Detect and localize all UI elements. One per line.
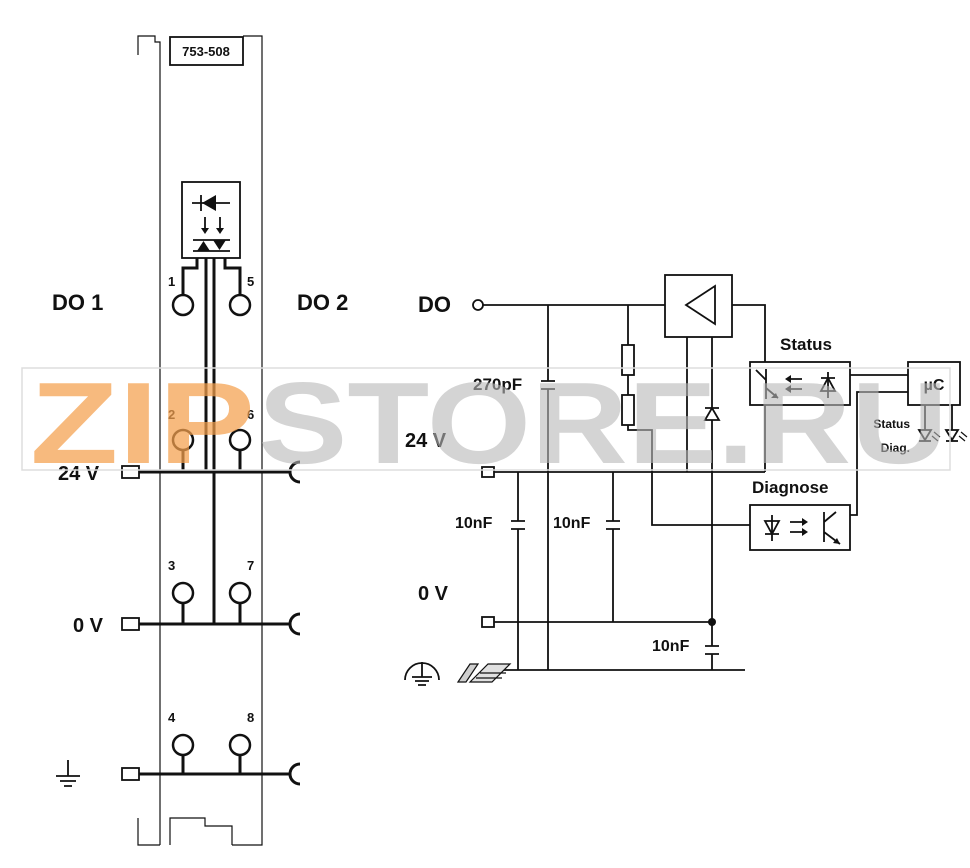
bus-24v <box>121 460 301 484</box>
diode-symbol <box>703 337 721 622</box>
capacitor-10nf-b <box>606 472 620 622</box>
pin-number: 1 <box>168 274 175 289</box>
module-outline-bottom-left <box>137 818 160 846</box>
label-10nf-b: 10nF <box>553 515 591 532</box>
wire-opto-pin1 <box>181 258 199 295</box>
label-10nf-c: 10nF <box>652 638 690 655</box>
wire-diagnose-uc <box>850 391 908 516</box>
terminal-pin-6 <box>228 428 252 452</box>
pin-number: 5 <box>247 274 254 289</box>
status-optocoupler <box>749 361 851 406</box>
terminal-pin-4 <box>171 733 195 757</box>
circuit-schematic: DO 270pF 10nF <box>404 274 968 686</box>
bus-ground <box>121 762 301 786</box>
wire-amp-status <box>732 304 766 362</box>
label-diag-led: Diag. <box>881 441 910 455</box>
label-24v-right: 24 V <box>405 430 447 452</box>
capacitor-270pf <box>541 305 555 670</box>
capacitor-10nf-c <box>705 622 719 670</box>
label-diagnose: Diagnose <box>752 478 829 497</box>
label-status: Status <box>780 335 832 354</box>
diagnose-optocoupler <box>749 504 851 551</box>
watermark: ZIP STORE.RU <box>21 358 951 488</box>
pin-number: 3 <box>168 558 175 573</box>
terminal-pin-2 <box>171 428 195 452</box>
terminal-pin-5 <box>228 293 252 317</box>
bus-0v <box>121 612 301 636</box>
pin-number: 2 <box>168 407 175 422</box>
watermark-text-orange: ZIP <box>30 358 255 488</box>
label-do2: DO 2 <box>297 290 348 315</box>
ground-icon <box>56 760 80 787</box>
label-0v: 0 V <box>73 615 104 637</box>
module-outline-left <box>137 35 161 845</box>
label-uc: µC <box>924 377 945 394</box>
label-do: DO <box>418 292 451 317</box>
label-24v: 24 V <box>58 463 100 485</box>
rail-24v <box>481 405 766 478</box>
module-outline-right <box>232 35 263 846</box>
watermark-text-gray: STORE.RU <box>258 358 948 488</box>
terminal-pin-8 <box>228 733 252 757</box>
terminal-pin-7 <box>228 581 252 605</box>
wire-opto-pin5 <box>223 258 242 295</box>
protective-earth-icon <box>404 662 440 686</box>
label-0v-right: 0 V <box>418 583 449 605</box>
pin-number: 8 <box>247 710 254 725</box>
label-270pf: 270pF <box>473 375 522 394</box>
module-label: 753-508 <box>182 44 230 59</box>
din-rail-icon <box>456 663 512 683</box>
led-icons <box>917 405 968 442</box>
microcontroller-box <box>907 361 961 406</box>
capacitor-10nf-a <box>511 472 525 670</box>
module-diagram: 753-508 1 5 2 <box>52 35 348 846</box>
label-10nf-a: 10nF <box>455 515 493 532</box>
label-status-led: Status <box>873 417 910 431</box>
amplifier-symbol <box>664 274 733 338</box>
pin-number: 7 <box>247 558 254 573</box>
module-outline-bottom-notch <box>169 817 233 845</box>
do-terminal <box>472 299 484 311</box>
pin-number: 6 <box>247 407 254 422</box>
terminal-pin-3 <box>171 581 195 605</box>
rail-0v <box>481 616 712 628</box>
pin-number: 4 <box>168 710 176 725</box>
module-label-box <box>169 36 244 66</box>
label-do1: DO 1 <box>52 290 103 315</box>
optocoupler-symbol <box>181 181 241 259</box>
terminal-pin-1 <box>171 293 195 317</box>
pin-stubs <box>181 450 242 774</box>
